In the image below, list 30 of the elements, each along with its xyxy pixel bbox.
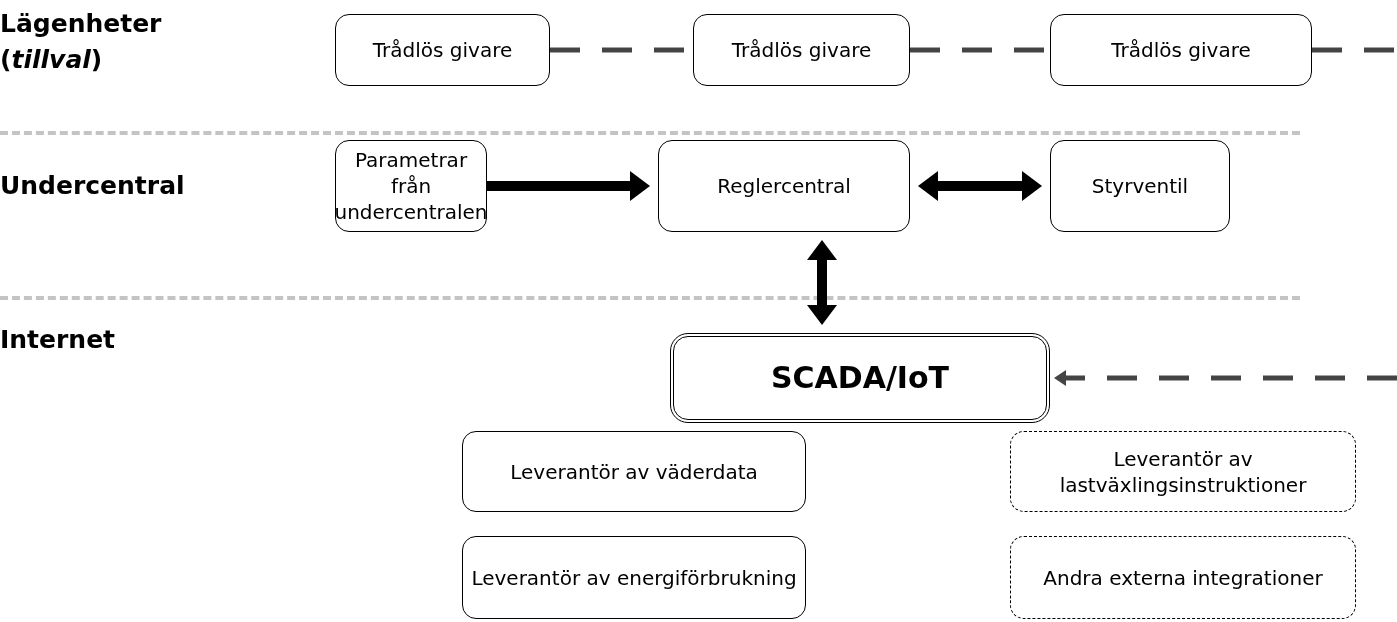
- process-box: [335, 140, 487, 232]
- box-text: Reglercentral: [717, 173, 851, 199]
- box-text: Leverantör av väderdata: [510, 458, 758, 485]
- box-text: Trådlös givare: [1111, 37, 1251, 63]
- box-text: Parametrar från undercentralen: [334, 147, 488, 225]
- box-text: Leverantör av lastväxlingsinstruktioner: [1058, 445, 1308, 498]
- process-box: [658, 140, 910, 232]
- process-box: [670, 333, 1050, 423]
- row-label: Undercentral: [0, 170, 186, 202]
- arrow: [1054, 370, 1397, 386]
- arrow: [918, 171, 1042, 201]
- process-box: [1010, 536, 1356, 619]
- process-box: [335, 14, 550, 86]
- row-label: Lägenheter (tillval): [0, 8, 163, 76]
- process-box: [462, 536, 806, 619]
- process-box: [693, 14, 910, 86]
- connector-line: [1312, 47, 1397, 53]
- row-label: Internet: [0, 324, 117, 356]
- arrow: [487, 171, 650, 201]
- process-box: [1050, 140, 1230, 232]
- box-text: Andra externa integrationer: [1043, 564, 1323, 591]
- box-text: Styrventil: [1091, 173, 1189, 199]
- process-box: [1010, 431, 1356, 512]
- box-text: Trådlös givare: [731, 37, 872, 63]
- box-text: SCADA/IoT: [770, 359, 950, 397]
- arrow: [807, 240, 837, 325]
- process-box: [1050, 14, 1312, 86]
- box-text: Trådlös givare: [372, 37, 513, 63]
- box-text: Leverantör av energiförbrukning: [471, 564, 797, 591]
- process-box: [462, 431, 806, 512]
